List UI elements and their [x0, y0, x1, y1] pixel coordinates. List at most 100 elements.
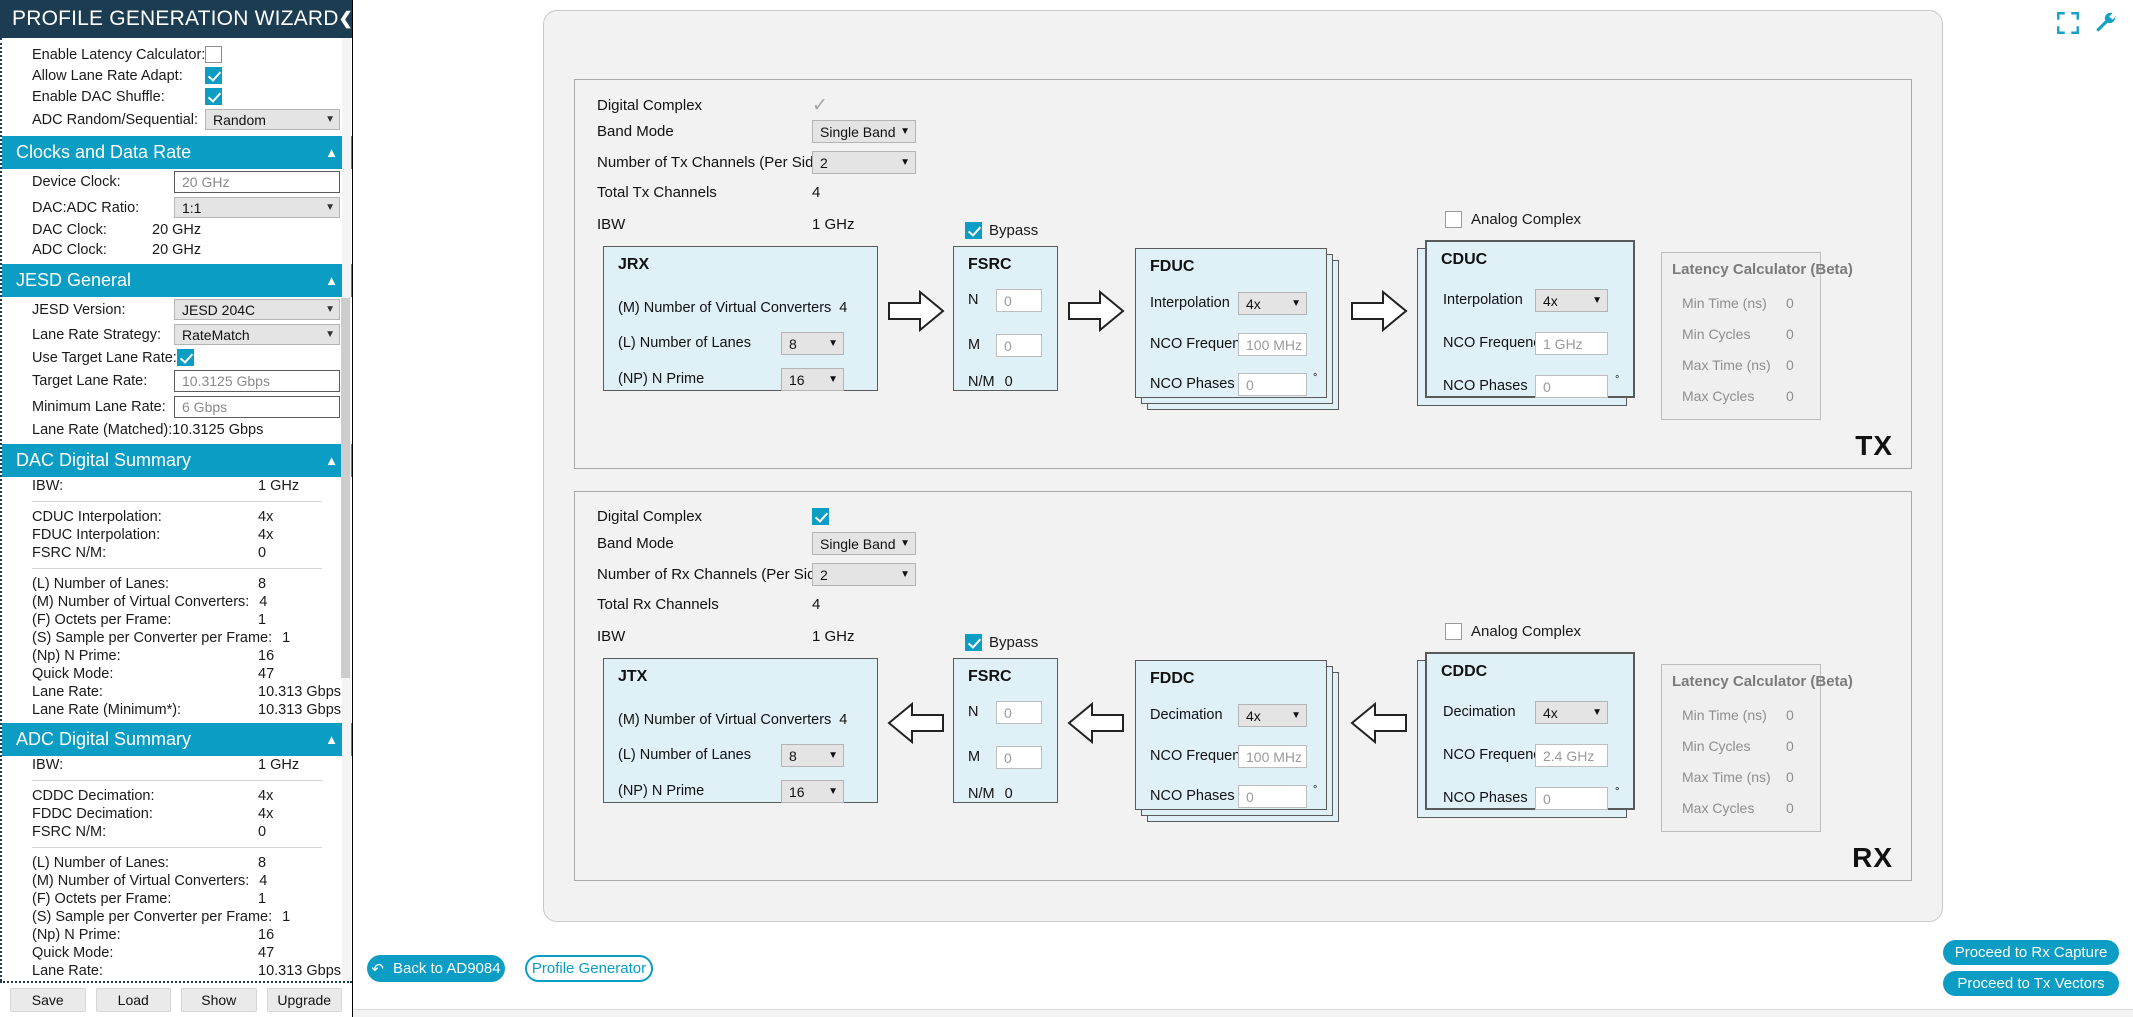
chevron-down-icon: ▼ — [900, 157, 910, 168]
summary-row: IBW:1 GHz — [2, 756, 352, 774]
sidebar-scrollbar[interactable] — [341, 38, 351, 981]
rx-jesd-row-0-value: 4 — [839, 712, 848, 728]
sidebar-show-button[interactable]: Show — [181, 988, 257, 1012]
expand-icon[interactable] — [2055, 10, 2081, 36]
sidebar-checkbox[interactable] — [205, 67, 222, 84]
sidebar-checkbox[interactable] — [205, 46, 223, 63]
chevron-down-icon: ▼ — [828, 338, 838, 349]
sidebar-section-header[interactable]: DAC Digital Summary▲ — [2, 444, 352, 477]
tx-fsrc-n-input[interactable]: 0 — [996, 289, 1042, 312]
rx-bypass-checkbox[interactable] — [965, 634, 982, 651]
sidebar-section-header[interactable]: JESD General▲ — [2, 264, 352, 297]
tx-coarse-rate-select[interactable]: 4x ▼ — [1535, 289, 1608, 312]
tx-fsrc-m-row: M 0 — [968, 334, 1042, 357]
sidebar-scroll-area[interactable]: Enable Latency Calculator:Allow Lane Rat… — [0, 38, 352, 981]
sidebar-textbox[interactable]: 6 Gbps — [174, 396, 340, 418]
tx-jesd-block: JRX (M) Number of Virtual Converters 4 (… — [603, 246, 878, 391]
rx-channels-label: Number of Rx Channels (Per Side) — [597, 566, 829, 583]
tx-fine-ncophase-input[interactable]: 0 — [1238, 373, 1307, 396]
tx-fine-rate-select[interactable]: 4x ▼ — [1238, 292, 1307, 315]
tx-fsrc-m-input[interactable]: 0 — [996, 334, 1042, 357]
tx-total-channels-label: Total Tx Channels — [597, 184, 717, 201]
rx-fsrc-m-value: 0 — [1004, 749, 1012, 766]
sidebar-checkbox[interactable] — [176, 349, 194, 366]
profile-generator-button[interactable]: Profile Generator — [525, 955, 653, 982]
sidebar-section-header[interactable]: Clocks and Data Rate▲ — [2, 136, 352, 169]
rx-bypass-row: Bypass — [965, 634, 1038, 651]
summary-row: (S) Sample per Converter per Frame:1 — [2, 629, 352, 647]
tx-fsrc-title: FSRC — [968, 256, 1012, 273]
rx-nprime-select[interactable]: 16 ▼ — [781, 780, 844, 803]
sidebar-load-button[interactable]: Load — [95, 988, 171, 1012]
summary-label: (F) Octets per Frame: — [32, 891, 172, 907]
rx-analog-complex-checkbox[interactable] — [1445, 623, 1462, 640]
sidebar-scrollbar-thumb[interactable] — [341, 298, 350, 678]
rx-coarse-ncofreq-input[interactable]: 2.4 GHz — [1535, 744, 1608, 767]
rx-fsrc-n-value: 0 — [1004, 704, 1012, 721]
tx-analog-complex-checkbox[interactable] — [1445, 211, 1462, 228]
tx-lanes-value: 8 — [789, 335, 797, 352]
proceed-rx-label: Proceed to Rx Capture — [1954, 944, 2108, 961]
chevron-left-icon[interactable]: ❮ — [338, 9, 352, 28]
tx-band-mode-select[interactable]: Single Band ▼ — [812, 120, 916, 143]
rx-arrow-2-icon — [1067, 702, 1124, 744]
tx-digital-complex-row: Digital Complex ✓ — [597, 96, 828, 115]
proceed-to-rx-capture-button[interactable]: Proceed to Rx Capture — [1943, 940, 2119, 965]
rx-fine-ncofreq-input[interactable]: 100 MHz — [1238, 745, 1307, 768]
tx-channels-select[interactable]: 2 ▼ — [812, 151, 916, 174]
sidebar-static-value: 20 GHz — [152, 242, 202, 258]
rx-chain-container: Digital Complex Band Mode Single Band ▼ … — [574, 491, 1912, 881]
tx-fine-ncofreq-input[interactable]: 100 MHz — [1238, 333, 1307, 356]
sidebar-select[interactable]: RateMatch▼ — [174, 324, 340, 345]
sidebar-checkbox[interactable] — [205, 88, 222, 105]
tx-coarse-ncofreq-input[interactable]: 1 GHz — [1535, 332, 1608, 355]
rx-lanes-select[interactable]: 8 ▼ — [781, 744, 844, 767]
summary-label: (M) Number of Virtual Converters: — [32, 594, 250, 610]
summary-row: CDUC Interpolation:4x — [2, 508, 352, 526]
toolbar-icons — [2055, 10, 2119, 36]
rx-fine-ncofreq-row: NCO Frequency 100 MHz — [1150, 745, 1307, 768]
tx-fine-ncofreq-value: 100 MHz — [1246, 336, 1303, 353]
sidebar-select[interactable]: JESD 204C▼ — [174, 299, 340, 320]
tx-total-channels-value: 4 — [812, 184, 821, 201]
summary-value: 1 — [282, 630, 291, 646]
rx-fine-degree-symbol: ° — [1313, 784, 1318, 796]
rx-fine-ncophase-input[interactable]: 0 — [1238, 785, 1307, 808]
tx-fine-ncophase-row: NCO Phases 0 ° — [1150, 372, 1317, 396]
rx-coarse-ncophase-input[interactable]: 0 — [1535, 787, 1608, 810]
sidebar-select-value: JESD 204C — [182, 301, 256, 318]
sidebar-textbox[interactable]: 20 GHz — [174, 171, 340, 193]
tx-coarse-ncophase-input[interactable]: 0 — [1535, 375, 1608, 398]
rx-fine-rate-select[interactable]: 4x ▼ — [1238, 704, 1307, 727]
rx-latency-row-1: Min Cycles 0 — [1682, 738, 1794, 754]
sidebar-save-button[interactable]: Save — [10, 988, 86, 1012]
sidebar-section-header[interactable]: ADC Digital Summary▲ — [2, 723, 352, 756]
sidebar-select[interactable]: Random▼ — [205, 109, 340, 130]
rx-fsrc-n-input[interactable]: 0 — [996, 701, 1042, 724]
tx-fine-rate-value: 4x — [1246, 295, 1261, 312]
rx-band-mode-select[interactable]: Single Band ▼ — [812, 532, 916, 555]
rx-latency-row-3: Max Cycles 0 — [1682, 800, 1794, 816]
sidebar-textbox[interactable]: 10.3125 Gbps — [174, 370, 340, 392]
proceed-to-tx-vectors-button[interactable]: Proceed to Tx Vectors — [1943, 971, 2119, 996]
rx-digital-complex-row: Digital Complex — [597, 508, 829, 525]
tx-coarse-ncophase-value: 0 — [1543, 378, 1551, 395]
rx-coarse-ncofreq-row: NCO Frequency 2.4 GHz — [1443, 744, 1608, 767]
rx-digital-complex-checkbox[interactable] — [812, 508, 829, 525]
rx-jesd-row-1: (L) Number of Lanes 8 ▼ — [618, 744, 866, 767]
sidebar-select[interactable]: 1:1▼ — [174, 197, 340, 218]
summary-value: 1 — [282, 909, 291, 925]
tx-digital-complex-checkbox[interactable]: ✓ — [812, 95, 828, 116]
rx-fsrc-m-input[interactable]: 0 — [996, 746, 1042, 769]
tx-bypass-checkbox[interactable] — [965, 222, 982, 239]
rx-channels-select[interactable]: 2 ▼ — [812, 563, 916, 586]
sidebar-upgrade-button[interactable]: Upgrade — [266, 988, 342, 1012]
rx-coarse-rate-select[interactable]: 4x ▼ — [1535, 701, 1608, 724]
back-button[interactable]: ↶ Back to AD9084 — [367, 955, 505, 982]
wrench-icon[interactable] — [2093, 10, 2119, 36]
tx-lanes-select[interactable]: 8 ▼ — [781, 332, 844, 355]
rx-fine-ncophase-row: NCO Phases 0 ° — [1150, 784, 1317, 808]
chevron-up-icon: ▲ — [325, 273, 338, 288]
tx-nprime-select[interactable]: 16 ▼ — [781, 368, 844, 391]
summary-label: (L) Number of Lanes: — [32, 855, 170, 871]
